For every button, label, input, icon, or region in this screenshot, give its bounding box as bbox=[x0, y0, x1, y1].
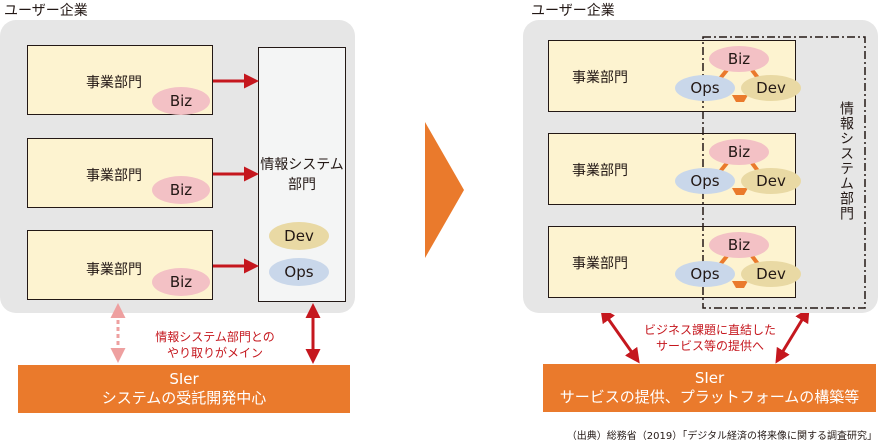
biz-label: Biz bbox=[169, 181, 193, 199]
dev-label: Dev bbox=[756, 172, 786, 190]
left-company-label: ユーザー企業 bbox=[4, 3, 88, 19]
note-line1: ビジネス課題に直結した bbox=[643, 323, 776, 337]
sier-title: SIer bbox=[694, 369, 725, 387]
sier-title: SIer bbox=[169, 370, 199, 388]
dev-label: Dev bbox=[756, 265, 786, 283]
biz-label: Biz bbox=[169, 273, 193, 291]
left-department-label-1: 事業部門 bbox=[86, 75, 142, 91]
note-line1: 情報システム部門との bbox=[155, 330, 275, 344]
ops-label: Ops bbox=[690, 265, 720, 283]
sier-subtitle: システムの受託開発中心 bbox=[101, 389, 267, 407]
note-line2: サービス等の提供へ bbox=[655, 339, 764, 353]
right-arrow-is-to-sier bbox=[775, 307, 810, 364]
right-ops-ellipse-3: Ops bbox=[675, 261, 735, 287]
left-dev-ellipse: Dev bbox=[269, 222, 329, 250]
is-label-line2: 部門 bbox=[288, 177, 316, 193]
right-department-label-3: 事業部門 bbox=[572, 256, 628, 272]
right-note: ビジネス課題に直結した サービス等の提供へ bbox=[630, 322, 790, 354]
biz-label: Biz bbox=[727, 143, 751, 161]
right-is-department-outline bbox=[702, 36, 866, 309]
sier-subtitle: サービスの提供、プラットフォームの構築等 bbox=[559, 388, 860, 406]
right-department-label-2: 事業部門 bbox=[572, 163, 628, 179]
biz-label: Biz bbox=[727, 50, 751, 68]
is-label-line1: 情報システム bbox=[260, 157, 344, 173]
biz-label: Biz bbox=[727, 236, 751, 254]
ops-label: Ops bbox=[284, 263, 314, 281]
right-arrow-dept-to-sier bbox=[600, 307, 640, 364]
right-biz-ellipse-1: Biz bbox=[709, 46, 769, 72]
right-ops-ellipse-1: Ops bbox=[675, 75, 735, 101]
left-ops-ellipse: Ops bbox=[269, 258, 329, 286]
ops-label: Ops bbox=[690, 172, 720, 190]
right-dev-ellipse-2: Dev bbox=[741, 168, 801, 194]
right-department-label-1: 事業部門 bbox=[572, 70, 628, 86]
ops-label: Ops bbox=[690, 79, 720, 97]
left-biz-ellipse-3: Biz bbox=[152, 268, 210, 296]
left-biz-ellipse-2: Biz bbox=[152, 176, 210, 204]
right-biz-ellipse-3: Biz bbox=[709, 232, 769, 258]
right-is-department-label: 情報システム部門 bbox=[834, 97, 858, 225]
transition-arrow bbox=[425, 122, 464, 258]
right-dev-ellipse-3: Dev bbox=[741, 261, 801, 287]
right-dev-ellipse-1: Dev bbox=[741, 75, 801, 101]
biz-label: Biz bbox=[169, 92, 193, 110]
left-sier-box: SIer システムの受託開発中心 bbox=[18, 365, 350, 413]
left-department-label-3: 事業部門 bbox=[86, 262, 142, 278]
left-biz-ellipse-1: Biz bbox=[152, 87, 210, 115]
left-department-label-2: 事業部門 bbox=[86, 168, 142, 184]
left-is-department-label: 情報システム 部門 bbox=[258, 155, 346, 195]
right-biz-ellipse-2: Biz bbox=[709, 139, 769, 165]
source-caption: （出典）総務省（2019）「デジタル経済の将来像に関する調査研究」 bbox=[566, 431, 877, 442]
triad-joins bbox=[732, 95, 748, 288]
note-line2: やり取りがメイン bbox=[166, 346, 263, 360]
dev-label: Dev bbox=[756, 79, 786, 97]
left-note: 情報システム部門との やり取りがメイン bbox=[140, 329, 290, 361]
right-ops-ellipse-2: Ops bbox=[675, 168, 735, 194]
right-company-label: ユーザー企業 bbox=[531, 3, 615, 19]
right-sier-box: SIer サービスの提供、プラットフォームの構築等 bbox=[543, 364, 876, 412]
dev-label: Dev bbox=[284, 227, 314, 245]
